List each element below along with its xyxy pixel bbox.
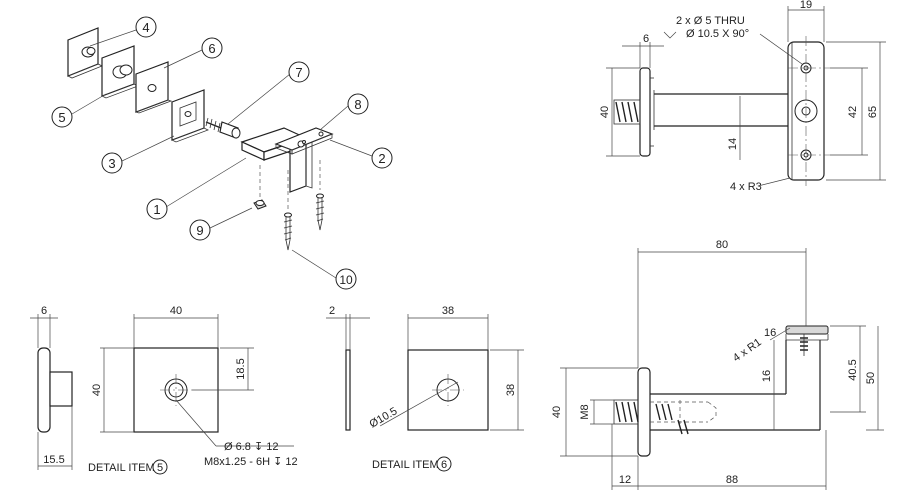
dim-88: 88 [726,474,738,486]
detail5-dimensions: 6 40 40 18.5 15.5 Ø 6.8 ↧ 12 M8x1.25 - 6… [30,305,298,470]
detail5-dim-40-top: 40 [170,305,182,317]
part-7-threaded-stud [205,117,241,139]
dim-12: 12 [619,474,631,486]
detail-item-5: 6 40 40 18.5 15.5 Ø 6.8 ↧ 12 M8x1.25 - 6… [30,305,298,475]
detail5-dim-18-5: 18.5 [235,358,247,379]
top-view-dimensions: 19 6 2 x Ø 5 THRU Ø 10.5 X 90° 40 14 42 … [599,0,886,193]
side-view-thread [613,399,639,425]
hole-note-line2: Ø 10.5 X 90° [686,28,749,40]
detail5-hole-note-1: Ø 6.8 ↧ 12 [224,441,278,453]
part-9-grub-screw [253,165,267,210]
detail5-caption: DETAIL ITEM [88,462,155,474]
side-view-internal-stud [650,400,717,435]
dim-6: 6 [643,33,649,45]
part-6-cover-plate [134,61,173,114]
exploded-assembly-view: 4 5 6 3 7 8 2 1 9 [51,16,393,290]
detail5-side-profile [37,347,73,433]
dim-16-top: 16 [764,327,776,339]
balloon-10 [335,268,357,290]
balloon-3 [101,152,123,174]
balloon-7-label: 7 [295,65,302,80]
dim-40: 40 [599,106,611,118]
part-3-base-plate [171,89,209,143]
detail6-dim-38-side: 38 [505,384,517,396]
detail6-dim-10-5: Ø10.5 [368,405,400,430]
detail5-dim-15-5: 15.5 [43,454,64,466]
top-view-thread [613,99,641,125]
balloon-1 [146,198,168,220]
balloon-9-label: 9 [196,223,203,238]
balloon-4 [135,16,157,38]
balloon-9 [189,219,211,241]
detail6-dim-2: 2 [329,305,335,317]
balloon-6 [201,37,223,59]
hole-note-line1: 2 x Ø 5 THRU [676,15,745,27]
balloon-1-label: 1 [153,202,160,217]
balloon-callouts: 4 5 6 3 7 8 2 1 9 [51,16,393,290]
balloon-3-label: 3 [108,156,115,171]
part-4-wall-plate [67,27,103,79]
side-view-flange [637,367,651,457]
balloon-2-label: 2 [378,151,385,166]
detail5-hole-note-2: M8x1.25 - 6H ↧ 12 [204,456,298,468]
balloon-6-label: 6 [208,41,215,56]
balloon-8 [347,93,369,115]
part-2-saddle-plate [274,127,334,155]
dim-14: 14 [727,138,739,150]
radius-note-r1: 4 x R1 [731,336,764,364]
balloon-8-label: 8 [354,97,361,112]
detail5-dim-40-side: 40 [91,384,103,396]
dim-40-5: 40.5 [847,359,859,380]
part-5-flange [101,45,139,99]
balloon-10-label: 10 [339,273,353,287]
radius-note-r3: 4 x R3 [730,181,762,193]
dim-40-side: 40 [551,406,563,418]
side-view: 80 16 4 x R1 16 40.5 50 40 M8 [551,239,884,490]
balloon-5 [51,106,73,128]
balloon-2 [371,147,393,169]
detail5-caption-number: 5 [157,462,163,474]
top-view: 19 6 2 x Ø 5 THRU Ø 10.5 X 90° 40 14 42 … [599,0,886,193]
detail6-dim-38-top: 38 [442,305,454,317]
dim-50: 50 [865,372,877,384]
dim-80: 80 [716,239,728,251]
balloon-5-label: 5 [58,110,65,125]
dim-65: 65 [867,106,879,118]
detail-item-6: 2 38 38 Ø10.5 DETAIL ITEM 6 [326,305,524,472]
detail6-caption: DETAIL ITEM [372,459,439,471]
dim-42: 42 [847,106,859,118]
side-view-dimensions: 80 16 4 x R1 16 40.5 50 40 M8 [551,239,884,490]
thread-m8: M8 [579,404,591,419]
dim-16-side: 16 [761,370,773,382]
detail6-caption-number: 6 [441,459,447,471]
detail6-side-profile [345,349,351,431]
balloon-7 [288,61,310,83]
top-view-flange [639,67,651,157]
part-10-wood-screws [283,160,325,251]
balloon-4-label: 4 [142,20,149,35]
side-view-saddle [785,325,829,356]
detail5-dim-6: 6 [41,305,47,317]
dim-19: 19 [800,0,812,11]
